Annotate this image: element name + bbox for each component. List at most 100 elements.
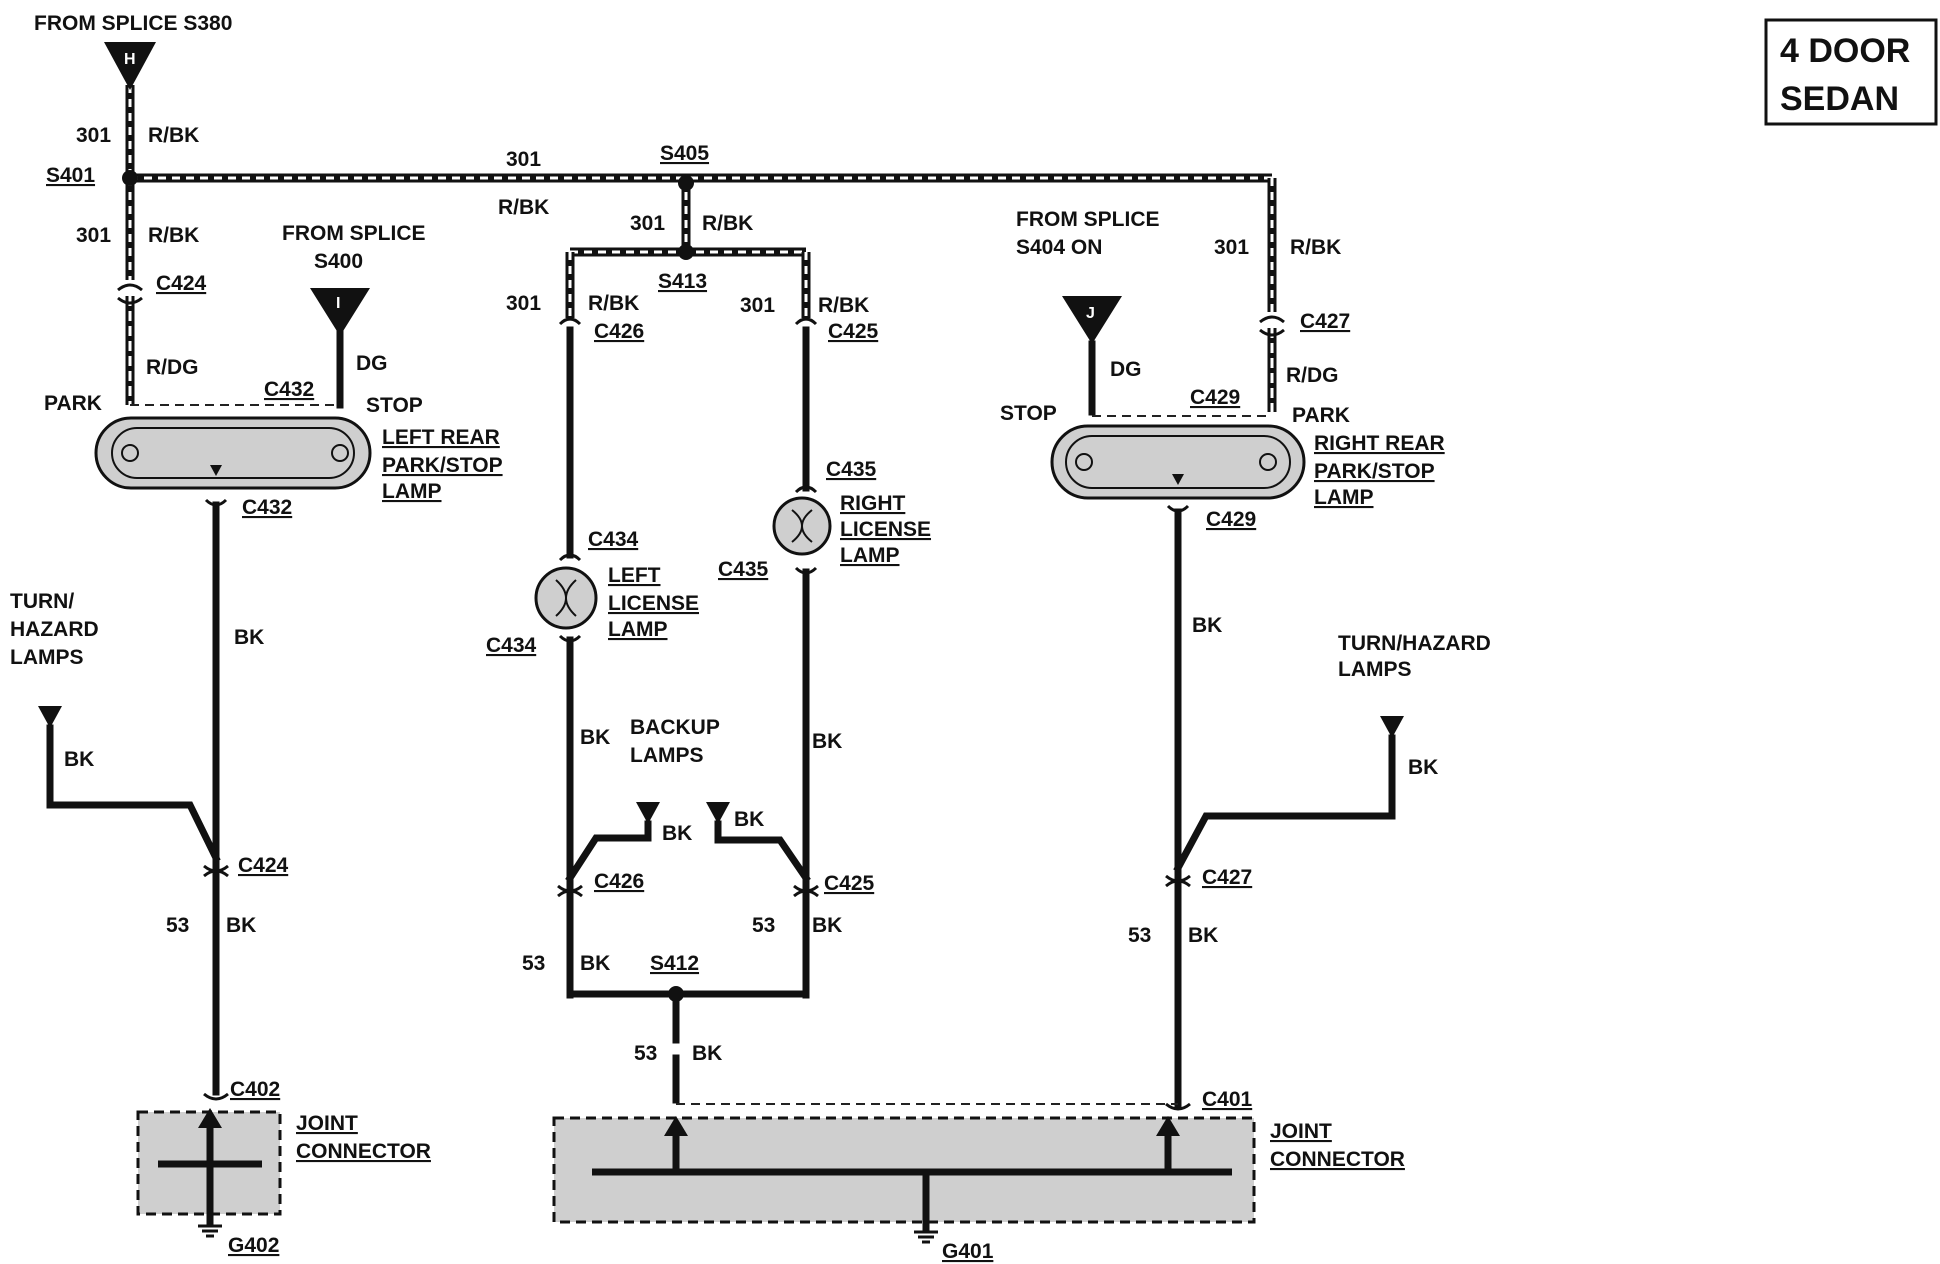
right-rear-lamp-body — [1050, 424, 1306, 500]
backup-lamps-label-1: BACKUP — [630, 716, 720, 739]
connector-c401-label: C401 — [1202, 1088, 1253, 1111]
wire-color-label: BK — [812, 730, 842, 753]
right-license-lamp-label-1: RIGHT — [840, 492, 906, 515]
ground-symbols — [198, 1224, 938, 1244]
terminal-h-icon — [104, 42, 156, 90]
wire-color-label: DG — [356, 352, 388, 375]
splice-s412-label: S412 — [650, 952, 699, 975]
wire-color-label: R/BK — [818, 294, 869, 317]
turn-hazard-left-label-3: LAMPS — [10, 646, 84, 669]
circuit-301-label: 301 — [740, 294, 775, 317]
backup-right-feed-icon — [706, 802, 730, 824]
left-rear-lamp-label-2: PARK/STOP — [382, 454, 503, 477]
right-license-lamp — [772, 496, 832, 556]
wire-color-label: R/BK — [148, 224, 199, 247]
wire-color-label: R/BK — [588, 292, 639, 315]
connector-c435-label: C435 — [826, 458, 877, 481]
left-rear-lamp-label-1: LEFT REAR — [382, 426, 500, 449]
connector-c427-label: C427 — [1202, 866, 1252, 889]
left-turn-feed-icon — [38, 706, 62, 728]
left-license-lamp-label-1: LEFT — [608, 564, 661, 587]
ground-g401-icon — [914, 1230, 938, 1244]
feed-arrows — [38, 706, 1404, 824]
left-rear-lamp — [94, 416, 372, 490]
turn-hazard-left-label-1: TURN/ — [10, 590, 74, 613]
right-license-lamp-label-3: LAMP — [840, 544, 900, 567]
wire-color-label: BK — [1192, 614, 1222, 637]
circuit-301-label: 301 — [76, 124, 111, 147]
wire-color-label: BK — [1188, 924, 1218, 947]
c426-top-icon — [558, 317, 582, 326]
terminal-j-label: J — [1086, 305, 1095, 322]
left-rear-lamp-body — [94, 416, 372, 490]
splice-s413-dot — [678, 244, 694, 260]
connector-c434-label: C434 — [588, 528, 639, 551]
circuit-53-label: 53 — [166, 914, 189, 937]
dashed-lines — [130, 404, 1272, 1105]
joint-connector-right — [552, 1116, 1256, 1232]
splice-s413-label: S413 — [658, 270, 707, 293]
wire-color-label: R/BK — [498, 196, 549, 219]
circuit-53-label: 53 — [1128, 924, 1151, 947]
wire-color-label: BK — [1408, 756, 1438, 779]
stop-label: STOP — [1000, 402, 1057, 425]
terminal-h-label: H — [124, 51, 136, 68]
terminal-i-icon — [310, 288, 370, 336]
ground-g402-label: G402 — [228, 1234, 279, 1257]
title-line-2: SEDAN — [1780, 80, 1899, 118]
ground-g402-icon — [198, 1224, 222, 1238]
wire-color-label: R/DG — [1286, 364, 1339, 387]
connector-c425-label: C425 — [828, 320, 879, 343]
circuit-301-label: 301 — [76, 224, 111, 247]
title-box: 4 DOOR SEDAN — [1764, 18, 1938, 126]
wire-color-label: R/BK — [702, 212, 753, 235]
backup-lamps-label-2: LAMPS — [630, 744, 704, 767]
connector-c435-label: C435 — [718, 558, 769, 581]
connector-c426-label: C426 — [594, 870, 644, 893]
c427-top-icon — [1259, 315, 1285, 324]
circuit-53-label: 53 — [522, 952, 545, 975]
wire-color-label: BK — [226, 914, 256, 937]
wire-color-label: BK — [580, 726, 610, 749]
wire-color-label: R/BK — [148, 124, 199, 147]
title-line-1: 4 DOOR — [1780, 32, 1910, 70]
connector-c425-label: C425 — [824, 872, 875, 895]
right-rear-lamp-label-2: PARK/STOP — [1314, 460, 1435, 483]
right-license-lamp-label-2: LICENSE — [840, 518, 931, 541]
left-rear-lamp-label-3: LAMP — [382, 480, 442, 503]
joint-connector-left-label-2: CONNECTOR — [296, 1140, 431, 1163]
turn-hazard-right-label-1: TURN/HAZARD — [1338, 632, 1491, 655]
c432-bottom-icon — [204, 498, 228, 507]
right-rear-lamp-label-3: LAMP — [1314, 486, 1374, 509]
circuit-301-label: 301 — [630, 212, 665, 235]
terminal-i-label: I — [336, 295, 340, 312]
right-rear-lamp — [1050, 424, 1306, 500]
splice-s405-dot — [678, 175, 694, 191]
park-label: PARK — [1292, 404, 1350, 427]
splice-s401-dot — [122, 170, 138, 186]
from-splice-s380-label: FROM SPLICE S380 — [34, 12, 232, 35]
right-turn-feed-icon — [1380, 716, 1404, 738]
connector-c429-label: C429 — [1190, 386, 1240, 409]
labels: FROM SPLICE S380 301 R/BK S401 301 R/BK … — [10, 12, 1491, 1263]
park-label: PARK — [44, 392, 102, 415]
joint-connector-right-label-1: JOINT — [1270, 1120, 1332, 1143]
joint-connector-left-label-1: JOINT — [296, 1112, 358, 1135]
connector-c429-label: C429 — [1206, 508, 1256, 531]
from-splice-s404-label-1: FROM SPLICE — [1016, 208, 1160, 231]
splice-s401-label: S401 — [46, 164, 95, 187]
connector-c426-label: C426 — [594, 320, 644, 343]
wire-color-label: BK — [64, 748, 94, 771]
c424-top-icon — [117, 283, 143, 292]
connector-c424-label: C424 — [156, 272, 207, 295]
from-splice-s400-label-1: FROM SPLICE — [282, 222, 426, 245]
wire-color-label: DG — [1110, 358, 1142, 381]
left-license-lamp-label-2: LICENSE — [608, 592, 699, 615]
connector-c402-label: C402 — [230, 1078, 280, 1101]
left-license-lamp-label-3: LAMP — [608, 618, 668, 641]
from-splice-s400-label-2: S400 — [314, 250, 363, 273]
wire-color-label: BK — [662, 822, 692, 845]
splice-s405-label: S405 — [660, 142, 709, 165]
joint-connector-left — [136, 1108, 282, 1226]
